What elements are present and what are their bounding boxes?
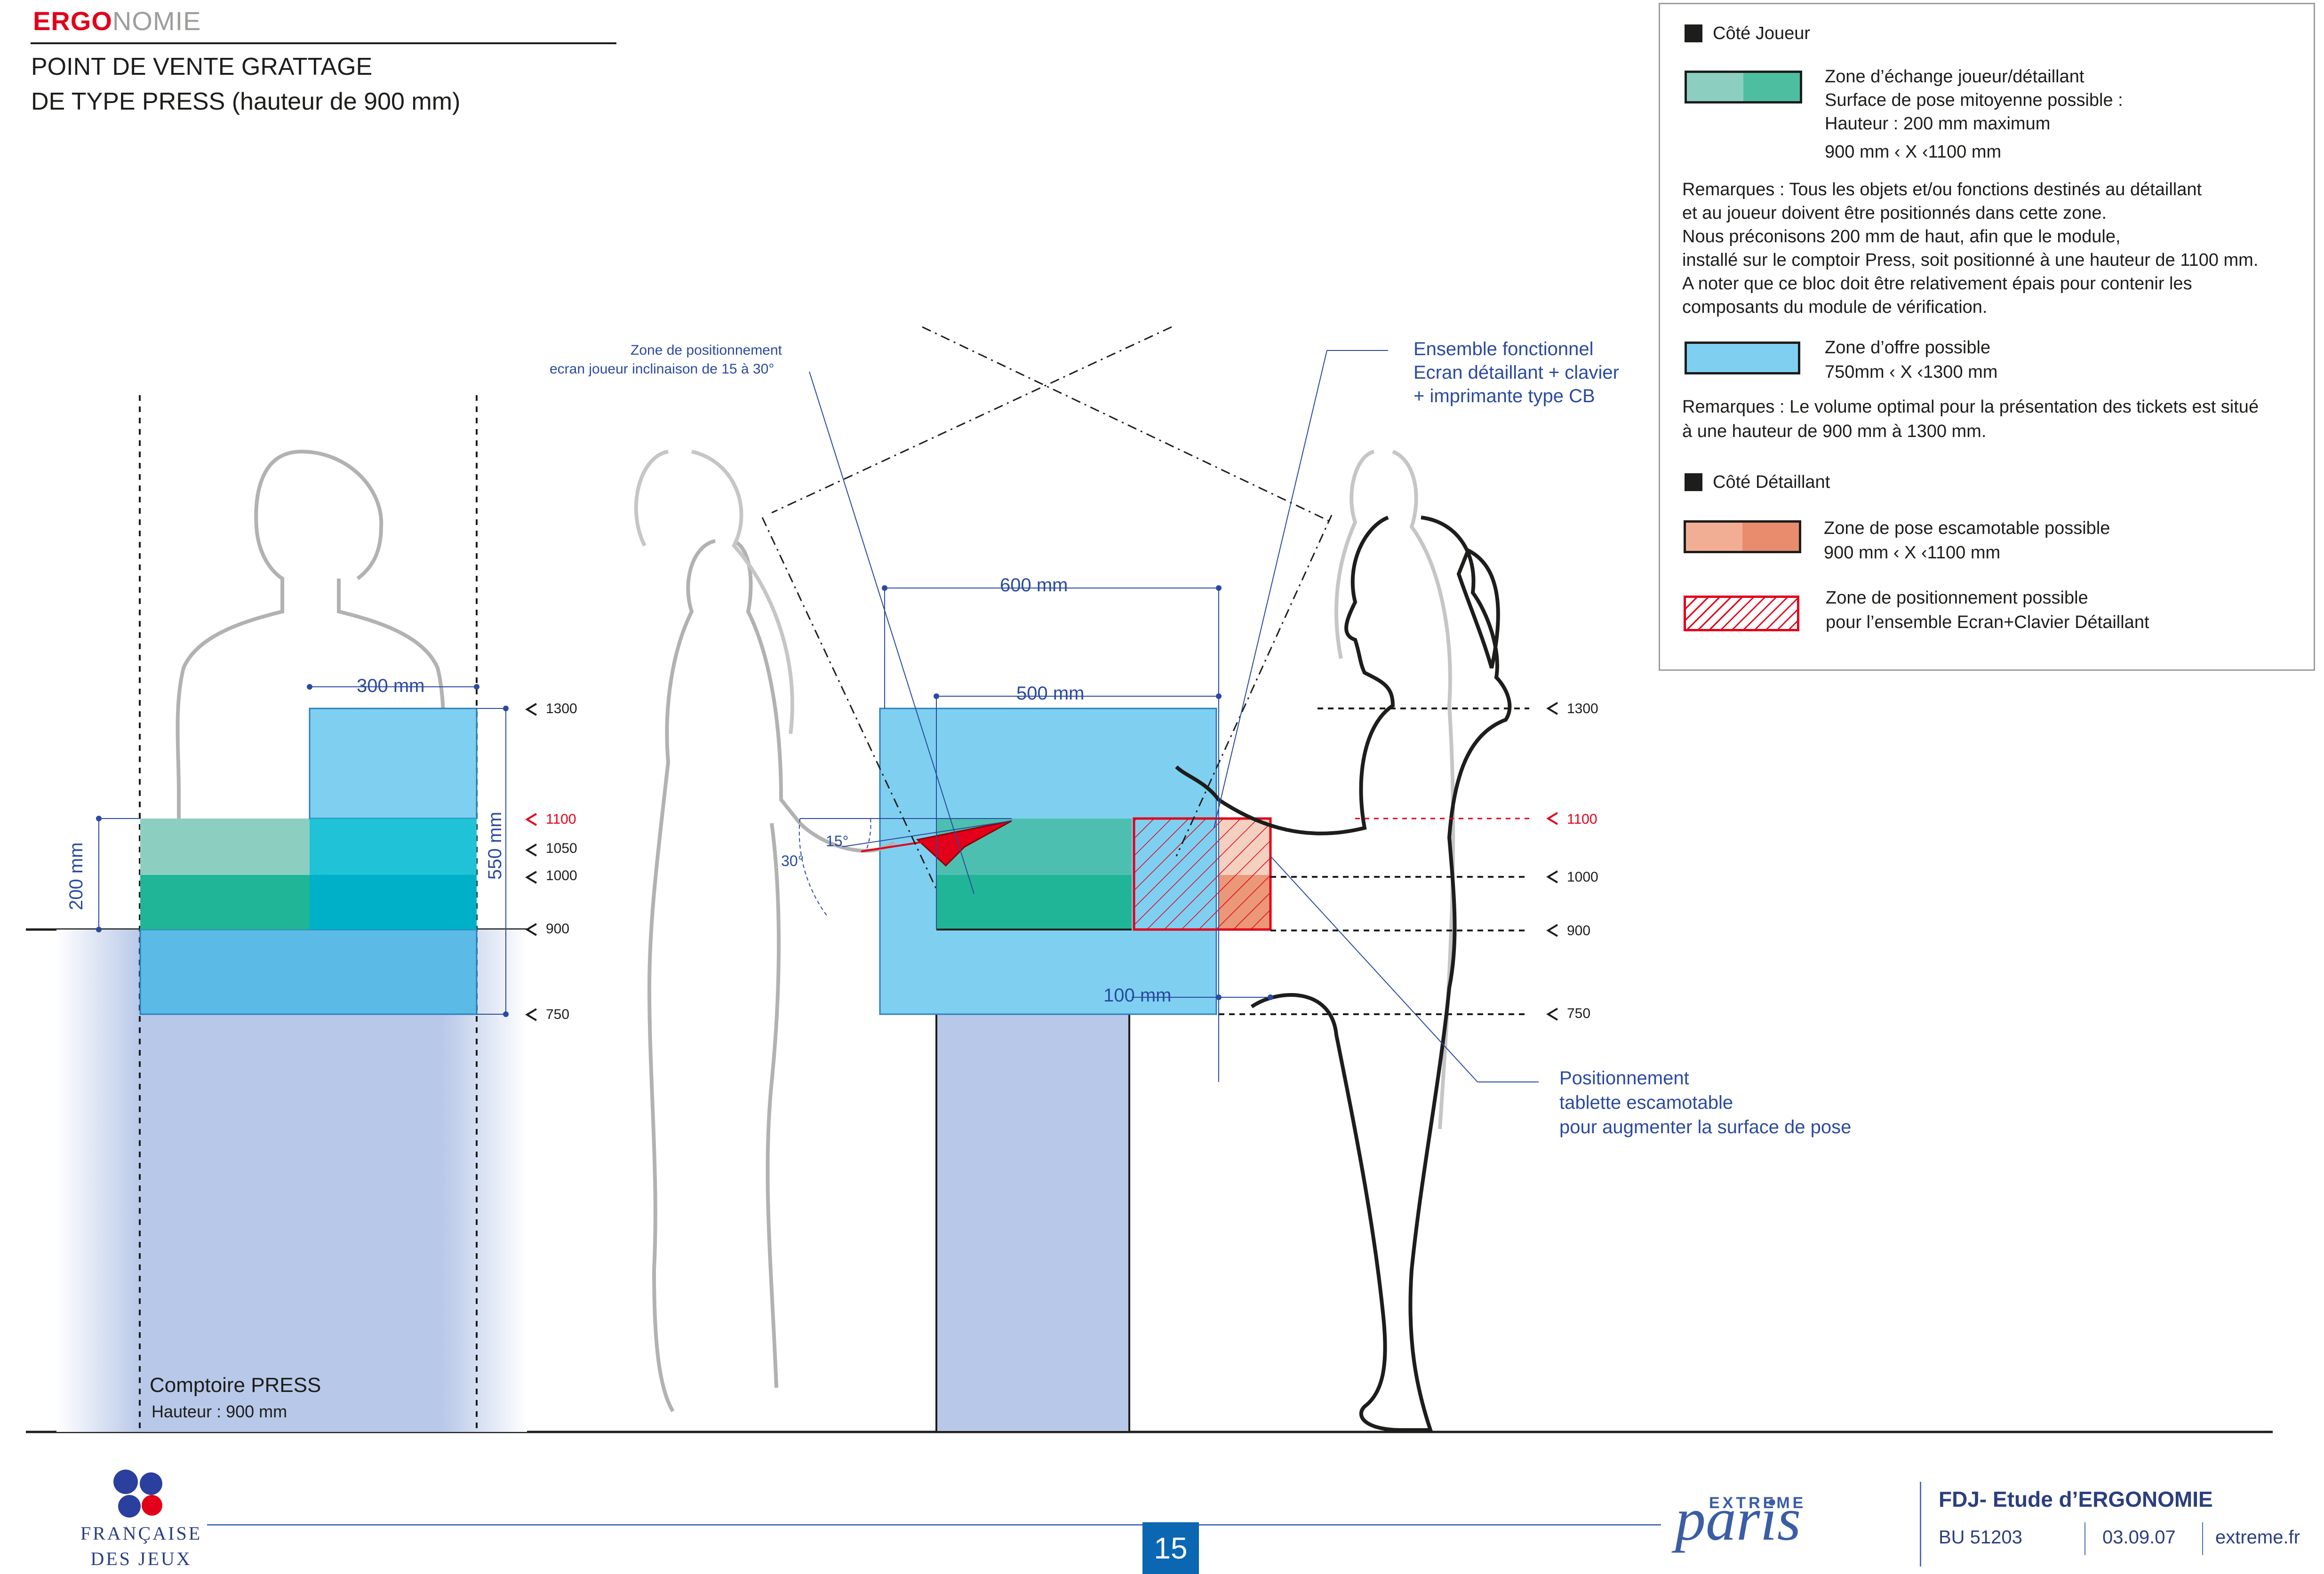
- left-level-750: 750: [546, 1007, 570, 1022]
- page-title-line1: POINT DE VENTE GRATTAGE: [31, 53, 373, 80]
- retailer-silhouette: [1175, 516, 1512, 1432]
- footer-site: extreme.fr: [2215, 1527, 2300, 1548]
- paris-logo-script: paris: [1675, 1486, 1801, 1553]
- page-number: 15: [1142, 1522, 1199, 1574]
- right-level-1000: 1000: [1567, 869, 1598, 885]
- offer-zone-range: 750mm ‹ X ‹1300 mm: [1825, 362, 1998, 382]
- left-level-1300: 1300: [546, 701, 577, 716]
- left-level-900: 900: [546, 921, 570, 937]
- remarks1-line3: Nous préconisons 200 mm de haut, afin qu…: [1682, 227, 2121, 246]
- left-level-1050: 1050: [546, 841, 577, 856]
- remarks1-line4: installé sur le comptoir Press, soit pos…: [1682, 250, 2259, 270]
- annot-ensemble-line2: Ecran détaillant + clavier: [1414, 362, 1619, 383]
- retractable-zone-range: 900 mm ‹ X ‹1100 mm: [1824, 543, 2001, 563]
- exchange-zone-swatch: [1685, 71, 1802, 103]
- right-level-750: 750: [1567, 1006, 1591, 1021]
- screen-position-hatch: [1133, 817, 1272, 931]
- exchange-zone-line1: Zone d’échange joueur/détaillant: [1825, 67, 2084, 87]
- annot-screen-line2: ecran joueur inclinaison de 15 à 30°: [550, 361, 775, 377]
- footer-date: 03.09.07: [2102, 1527, 2176, 1548]
- remarks2-line2: à une hauteur de 900 mm à 1300 mm.: [1682, 421, 1987, 441]
- screen-zone-swatch: [1684, 596, 1799, 631]
- page-title-line2: DE TYPE PRESS (hauteur de 900 mm): [31, 88, 461, 115]
- screen-zone-line2: pour l’ensemble Ecran+Clavier Détaillant: [1826, 612, 2149, 632]
- player-ghost-silhouette: [634, 450, 794, 734]
- right-level-900: 900: [1567, 923, 1591, 938]
- right-level-arrow-1100: [1546, 812, 1558, 825]
- player-side-square: [1685, 24, 1702, 42]
- exchange-zone-line2: Surface de pose mitoyenne possible :: [1825, 90, 2123, 110]
- dim-550-label: 550 mm: [485, 811, 505, 880]
- left-offer-upper: [309, 708, 478, 819]
- angle-30-label: 30°: [781, 852, 804, 869]
- annot-ensemble-line1: Ensemble fonctionnel: [1414, 339, 1594, 359]
- left-offer-low: [310, 875, 477, 930]
- annot-tablette-line3: pour augmenter la surface de pose: [1559, 1117, 1852, 1137]
- remarks1-line2: et au joueur doivent être positionnés da…: [1682, 203, 2107, 223]
- left-offer-mid: [310, 819, 477, 875]
- offer-zone-line1: Zone d’offre possible: [1825, 338, 1991, 358]
- left-level-arrow-1100: [525, 813, 537, 826]
- counter-height-label: Hauteur : 900 mm: [152, 1402, 288, 1421]
- fdj-logo-line2: DES JEUX: [90, 1548, 192, 1569]
- side-exchange-light: [936, 819, 1132, 875]
- study-title: FDJ- Etude d’ERGONOMIE: [1939, 1487, 2213, 1511]
- annot-tablette-line1: Positionnement: [1559, 1068, 1689, 1089]
- angle-arc-15: [865, 818, 871, 852]
- brand-heading: ERGONOMIE: [33, 6, 201, 36]
- player-silhouette: [647, 539, 895, 1413]
- retractable-zone-line1: Zone de pose escamotable possible: [1824, 518, 2110, 538]
- dim-100-label: 100 mm: [1103, 985, 1172, 1006]
- annot-tablette-line2: tablette escamotable: [1559, 1092, 1733, 1113]
- counter-label: Comptoire PRESS: [150, 1374, 321, 1397]
- dim-500-label: 500 mm: [1016, 683, 1085, 704]
- remarks2-line1: Remarques : Le volume optimal pour la pr…: [1682, 397, 2259, 417]
- footer-sep-1: [2084, 1522, 2085, 1555]
- left-level-1100: 1100: [546, 811, 576, 827]
- dim-300-label: 300 mm: [357, 676, 425, 696]
- left-exchange-light: [140, 819, 310, 875]
- exchange-zone-line3: Hauteur : 200 mm maximum: [1825, 114, 2051, 134]
- right-level-1300: 1300: [1567, 701, 1598, 716]
- brand-light: NOMIE: [112, 6, 201, 36]
- extreme-logo-text: EXTREME: [1709, 1494, 1806, 1512]
- annot-screen-line1: Zone de positionnement: [631, 342, 782, 358]
- left-level-arrows: [525, 703, 537, 1021]
- left-level-1000: 1000: [546, 868, 577, 883]
- header-rule: [31, 42, 616, 44]
- remarks1-line1: Remarques : Tous les objets et/ou foncti…: [1682, 180, 2202, 199]
- legend-panel: [1659, 3, 2315, 671]
- retailer-ponytail: [1456, 548, 1500, 669]
- retractable-zone-swatch: [1684, 520, 1801, 553]
- brand-strong: ERGO: [33, 6, 112, 36]
- remarks1-line5: A noter que ce bloc doit être relativeme…: [1682, 274, 2192, 294]
- angle-15-label: 15°: [826, 833, 849, 850]
- footer-separator: [1920, 1482, 1921, 1566]
- dim-600-label: 600 mm: [1000, 575, 1068, 596]
- right-level-lines: [1219, 708, 1529, 1015]
- retailer-ghost-silhouette: [1334, 450, 1455, 1129]
- right-level-1100: 1100: [1567, 811, 1597, 827]
- exchange-zone-range: 900 mm ‹ X ‹1100 mm: [1825, 142, 2002, 162]
- right-level-arrows: [1546, 702, 1558, 1021]
- footer-sep-2: [2202, 1522, 2203, 1555]
- side-exchange-dark: [936, 875, 1132, 930]
- footer-rule: [207, 1524, 1661, 1526]
- retailer-side-square: [1685, 473, 1702, 491]
- annot-ensemble-line3: + imprimante type CB: [1414, 386, 1595, 406]
- sight-lines: [761, 326, 1333, 890]
- offer-zone-swatch: [1685, 342, 1800, 374]
- fdj-logo-line1: FRANÇAISE: [80, 1523, 202, 1544]
- left-offer-zone-base: [139, 929, 478, 1015]
- remarks1-line6: composants du module de vérification.: [1682, 297, 1988, 317]
- legend-player-side: Côté Joueur: [1713, 24, 1811, 43]
- screen-zone-line1: Zone de positionnement possible: [1826, 588, 2088, 608]
- dim-200-label: 200 mm: [66, 842, 87, 911]
- fdj-clover-logo: [113, 1470, 162, 1518]
- bu-reference: BU 51203: [1939, 1527, 2022, 1548]
- legend-retailer-side: Côté Détaillant: [1713, 472, 1830, 492]
- left-exchange-dark: [140, 875, 310, 930]
